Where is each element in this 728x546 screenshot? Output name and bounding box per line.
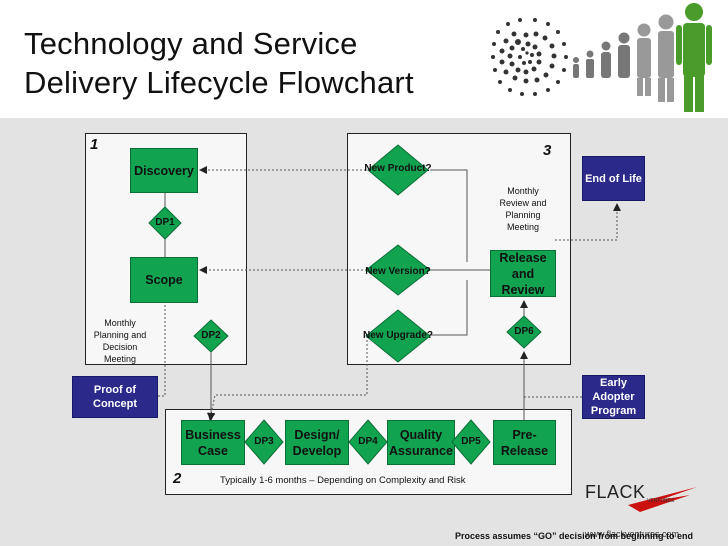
business-case-box: Business Case — [181, 420, 245, 465]
dp6-diamond — [506, 315, 542, 349]
title-line-1: Technology and Service — [24, 26, 358, 61]
dp4-diamond — [348, 419, 388, 465]
new-product-diamond — [367, 144, 429, 196]
dp3-label: DP3 — [254, 436, 274, 447]
proof-of-concept-box: Proof of Concept — [72, 376, 158, 418]
company-logo-sub: VENTURES — [647, 498, 675, 504]
section-3-number: 3 — [543, 142, 552, 159]
dp3-diamond — [244, 419, 284, 465]
dp2-label: DP2 — [201, 330, 221, 341]
new-product-label: New Product? — [364, 163, 432, 174]
dp1-diamond — [148, 206, 182, 240]
monthly-review-note: Monthly Review and Planning Meeting — [499, 186, 547, 232]
company-url: www.flackventures.com — [585, 529, 680, 539]
dp5-label: DP5 — [461, 436, 481, 447]
section-2-number: 2 — [173, 470, 182, 487]
dp2-diamond — [193, 319, 229, 353]
footer-note: Process assumes “GO” decision from begin… — [455, 531, 694, 541]
dp6-label: DP6 — [514, 326, 534, 337]
company-logo-text: FLACK — [585, 482, 646, 502]
design-develop-box: Design/ Develop — [285, 420, 349, 465]
new-upgrade-label: New Upgrade? — [363, 330, 434, 341]
dp4-label: DP4 — [358, 436, 378, 447]
new-upgrade-diamond — [365, 309, 431, 363]
discovery-box: Discovery — [130, 148, 198, 193]
release-review-box: Release and Review — [490, 250, 556, 297]
end-of-life-box: End of Life — [582, 156, 645, 201]
new-version-diamond — [365, 244, 431, 296]
page-title: Technology and Service Delivery Lifecycl… — [24, 24, 494, 102]
dp5-diamond — [451, 419, 491, 465]
evolution-logo-icon — [491, 3, 712, 112]
pre-release-box: Pre-Release — [493, 420, 556, 465]
new-version-label: New Version? — [365, 266, 431, 277]
monthly-planning-note: Monthly Planning and Decision Meeting — [93, 318, 147, 364]
early-adopter-box: Early Adopter Program — [582, 375, 645, 419]
scope-box: Scope — [130, 257, 198, 303]
title-line-2: Delivery Lifecycle Flowchart — [24, 65, 414, 100]
dp1-label: DP1 — [155, 217, 175, 228]
duration-note: Typically 1-6 months – Depending on Comp… — [220, 475, 466, 486]
section-1-number: 1 — [90, 136, 99, 153]
quality-assurance-box: Quality Assurance — [387, 420, 455, 465]
